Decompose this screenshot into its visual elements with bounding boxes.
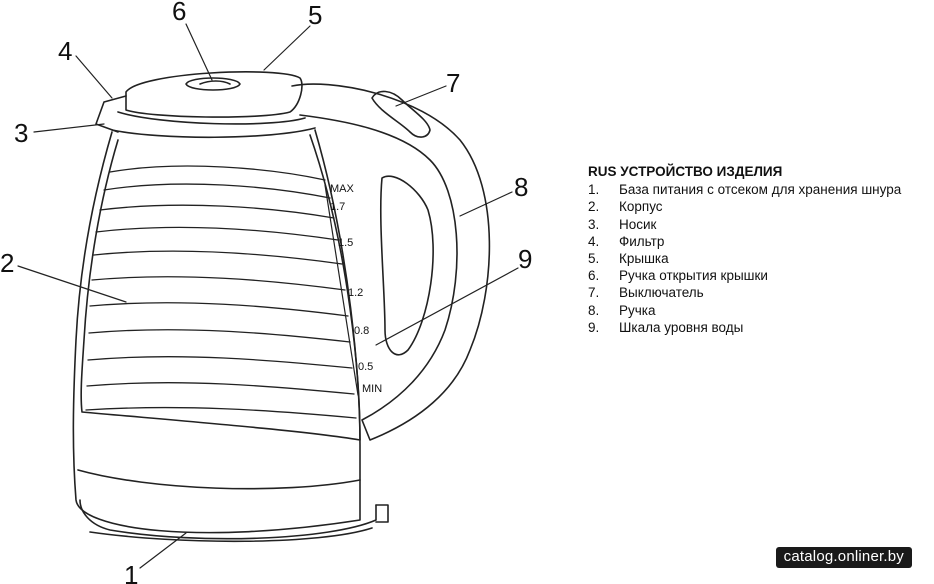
legend-item-text: Носик	[619, 216, 657, 232]
scale-0-8: 0.8	[354, 325, 369, 337]
legend-item: 9. Шкала уровня воды	[588, 319, 934, 336]
scale-max: MAX	[330, 183, 355, 195]
legend-item: 5. Крышка	[588, 250, 934, 267]
legend-item-text: Фильтр	[619, 233, 665, 249]
legend-item-text: Шкала уровня воды	[619, 319, 744, 335]
legend-item-number: 9.	[588, 319, 600, 335]
callout-2: 2	[0, 248, 14, 278]
legend-item-text: Выключатель	[619, 285, 704, 301]
parts-legend: RUS УСТРОЙСТВО ИЗДЕЛИЯ 1. База питания с …	[588, 163, 934, 336]
kettle-base	[77, 469, 361, 490]
callout-6: 6	[172, 0, 186, 26]
callout-3: 3	[14, 118, 28, 148]
legend-item-text: Корпус	[619, 199, 663, 215]
legend-item-number: 4.	[588, 233, 600, 249]
legend-item: 6. Ручка открытия крышки	[588, 267, 934, 284]
legend-item: 3. Носик	[588, 216, 934, 233]
callout-4: 4	[58, 36, 72, 66]
kettle-switch	[371, 90, 431, 138]
legend-item-number: 3.	[588, 216, 600, 232]
legend-item: 2. Корпус	[588, 198, 934, 215]
legend-item-number: 5.	[588, 251, 600, 267]
legend-item: 1. База питания с отсеком для хранения шн…	[588, 181, 934, 198]
callout-8: 8	[514, 172, 528, 202]
legend-item-number: 8.	[588, 302, 600, 318]
legend-item-number: 2.	[588, 199, 600, 215]
watermark: catalog.onliner.by	[775, 547, 912, 568]
callout-5: 5	[308, 0, 322, 30]
lid-open-button	[185, 77, 241, 91]
legend-list: 1. База питания с отсеком для хранения шн…	[588, 181, 934, 336]
legend-item-text: Ручка открытия крышки	[619, 268, 768, 284]
legend-item: 8. Ручка	[588, 302, 934, 319]
scale-1-5: 1.5	[338, 237, 353, 249]
callout-1: 1	[124, 560, 138, 584]
scale-0-5: 0.5	[358, 361, 373, 373]
scale-1-2: 1.2	[348, 287, 363, 299]
legend-item-number: 7.	[588, 285, 600, 301]
callout-lines	[17, 23, 519, 569]
legend-item: 4. Фильтр	[588, 233, 934, 250]
kettle-lid	[125, 71, 303, 118]
kettle-water-window	[80, 134, 361, 441]
water-level-scale	[324, 184, 359, 396]
legend-item: 7. Выключатель	[588, 284, 934, 301]
callout-9: 9	[518, 244, 532, 274]
legend-item-number: 6.	[588, 268, 600, 284]
kettle-ribs	[85, 165, 357, 419]
kettle-spout	[95, 95, 127, 133]
scale-min: MIN	[362, 383, 382, 395]
scale-1-7: 1.7	[330, 201, 345, 213]
legend-item-text: Ручка	[619, 302, 656, 318]
legend-item-text: Крышка	[619, 251, 669, 267]
callout-7: 7	[446, 68, 460, 98]
legend-title: RUS УСТРОЙСТВО ИЗДЕЛИЯ	[588, 164, 783, 179]
kettle-handle	[291, 83, 491, 441]
legend-item-text: База питания с отсеком для хранения шнур…	[619, 182, 902, 198]
legend-item-number: 1.	[588, 182, 600, 198]
